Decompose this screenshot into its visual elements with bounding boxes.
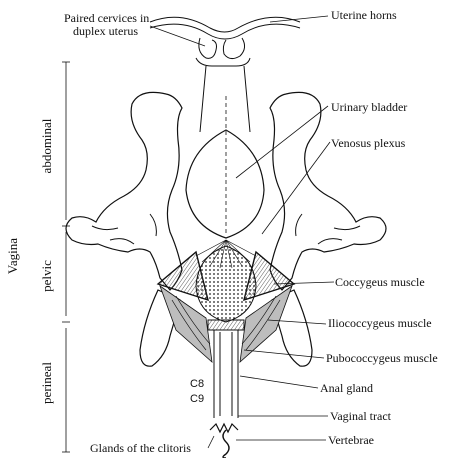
uterine-horns bbox=[150, 17, 300, 39]
label-venosus-plexus: Venosus plexus bbox=[331, 137, 405, 150]
region-bracket bbox=[62, 62, 70, 452]
vaginal-body bbox=[200, 66, 250, 132]
label-abdominal: abdominal bbox=[39, 111, 55, 181]
label-vagina: Vagina bbox=[5, 231, 21, 281]
vertebrae-chain bbox=[223, 430, 229, 458]
label-vertebrae: Vertebrae bbox=[328, 434, 374, 447]
label-anal-gland: Anal gland bbox=[320, 382, 373, 395]
label-pubococcygeus-muscle: Pubococcygeus muscle bbox=[326, 352, 438, 365]
label-iliococcygeus-muscle: Iliococcygeus muscle bbox=[328, 317, 432, 330]
pelvic-bone-left bbox=[66, 92, 182, 290]
anal-gland bbox=[208, 320, 244, 330]
paired-cervices bbox=[196, 38, 250, 66]
label-urinary-bladder: Urinary bladder bbox=[331, 101, 407, 114]
label-uterine-horns: Uterine horns bbox=[331, 9, 397, 22]
label-paired-cervices-line2: duplex uterus bbox=[73, 25, 138, 38]
label-pelvic: pelvic bbox=[39, 251, 55, 301]
clitoral-glands bbox=[210, 424, 238, 432]
label-glands-of-clitoris: Glands of the clitoris bbox=[90, 442, 191, 455]
label-coccygeus-muscle: Coccygeus muscle bbox=[335, 276, 425, 289]
label-c8: C8 bbox=[190, 378, 204, 390]
vaginal-tract bbox=[214, 330, 238, 418]
pelvic-bone-right bbox=[270, 92, 386, 290]
urinary-bladder bbox=[186, 130, 264, 238]
label-vaginal-tract: Vaginal tract bbox=[330, 410, 391, 423]
vaginal-wall-pelvic bbox=[196, 246, 256, 322]
label-perineal: perineal bbox=[39, 352, 55, 414]
label-c9: C9 bbox=[190, 393, 204, 405]
